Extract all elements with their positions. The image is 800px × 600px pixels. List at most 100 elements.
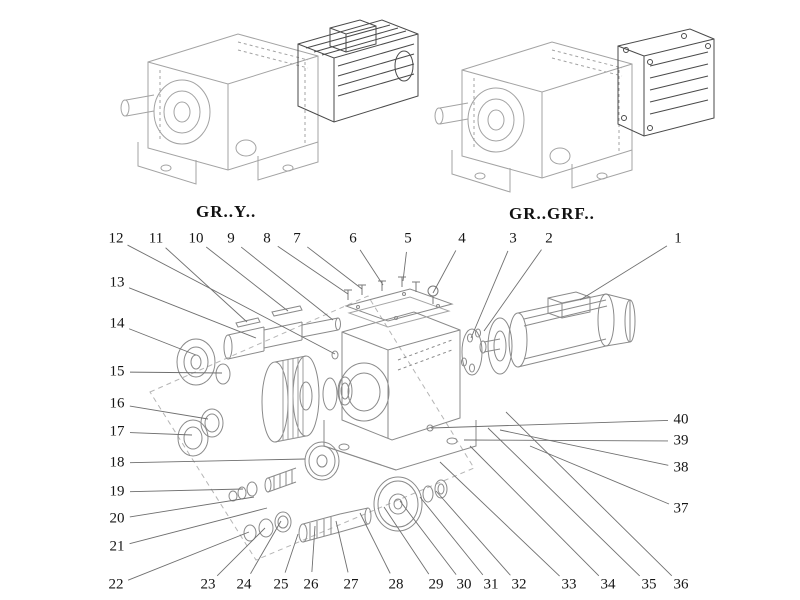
leader-line-29 — [383, 506, 430, 575]
callout-31: 31 — [483, 576, 499, 593]
leader-line-32 — [435, 490, 511, 576]
leader-line-16 — [129, 405, 209, 420]
callout-7: 7 — [293, 230, 301, 247]
callout-1: 1 — [674, 230, 682, 247]
leader-line-10 — [205, 246, 289, 312]
leader-line-6 — [359, 249, 384, 286]
callout-27: 27 — [343, 576, 359, 593]
callout-8: 8 — [263, 230, 271, 247]
assembled-view-gr-y — [120, 33, 319, 185]
seal-rings — [243, 511, 292, 542]
callout-13: 13 — [109, 274, 125, 291]
callout-35: 35 — [641, 576, 657, 593]
callout-38: 38 — [673, 459, 689, 476]
callout-16: 16 — [109, 395, 125, 412]
leader-line-13 — [128, 287, 257, 339]
leader-line-21 — [129, 507, 268, 545]
cover-bolts — [344, 276, 439, 304]
input-flange — [461, 328, 483, 376]
gear-spacer-and-bearing — [322, 376, 353, 411]
assembly-plane-dashes — [149, 295, 475, 561]
leader-line-23 — [216, 527, 266, 577]
callout-5: 5 — [404, 230, 412, 247]
leader-line-22 — [127, 531, 250, 581]
callout-40: 40 — [673, 411, 689, 428]
leader-line-19 — [129, 488, 244, 493]
shaft-keys — [235, 305, 303, 328]
callout-20: 20 — [109, 510, 125, 527]
callout-11: 11 — [148, 230, 164, 247]
leader-line-36 — [505, 411, 673, 577]
callout-36: 36 — [673, 576, 689, 593]
callout-21: 21 — [109, 538, 125, 555]
output-bearing — [176, 338, 231, 386]
assembled-flange-motor-gr-grf — [617, 28, 715, 137]
leader-lines-layer — [127, 244, 673, 581]
variant-label-gr-y: GR..Y.. — [196, 202, 257, 221]
shaft-washers — [228, 481, 258, 502]
callout-26: 26 — [303, 576, 319, 593]
second-gear-washers — [422, 479, 448, 503]
leader-line-17 — [129, 432, 193, 436]
output-shaft — [223, 317, 341, 360]
callout-28: 28 — [388, 576, 404, 593]
leader-line-30 — [399, 500, 457, 575]
leader-line-28 — [359, 512, 391, 574]
callout-19: 19 — [109, 483, 125, 500]
callout-30: 30 — [456, 576, 472, 593]
leader-line-9 — [240, 246, 334, 321]
leader-line-33 — [439, 461, 560, 577]
leader-line-38 — [499, 429, 669, 466]
callout-23: 23 — [200, 576, 216, 593]
callout-10: 10 — [188, 230, 204, 247]
callout-6: 6 — [349, 230, 357, 247]
leader-line-39 — [463, 439, 669, 442]
splined-input-shaft — [298, 507, 372, 543]
leader-line-40 — [430, 419, 669, 429]
leader-line-4 — [432, 250, 457, 294]
callout-39: 39 — [673, 432, 689, 449]
leader-line-37 — [529, 445, 670, 505]
leader-line-27 — [335, 520, 349, 573]
callout-32: 32 — [511, 576, 527, 593]
leader-line-12 — [127, 244, 336, 355]
gearbox-housing — [323, 311, 477, 471]
exploded-view — [149, 276, 636, 561]
callout-4: 4 — [458, 230, 466, 247]
leader-line-11 — [165, 247, 248, 323]
leader-line-3 — [470, 250, 509, 339]
callout-29: 29 — [428, 576, 444, 593]
callout-2: 2 — [545, 230, 553, 247]
leader-line-5 — [402, 251, 407, 282]
sleeve-and-bearing — [177, 408, 224, 457]
callout-18: 18 — [109, 454, 125, 471]
exploded-motor — [479, 291, 636, 375]
leader-line-2 — [483, 249, 542, 332]
leader-line-15 — [129, 371, 223, 374]
callout-12: 12 — [108, 230, 124, 247]
leader-line-14 — [128, 328, 197, 356]
callout-33: 33 — [561, 576, 577, 593]
leader-line-25 — [284, 533, 299, 573]
leader-line-24 — [250, 520, 282, 574]
callout-25: 25 — [273, 576, 289, 593]
callout-34: 34 — [600, 576, 616, 593]
callout-37: 37 — [673, 500, 689, 517]
leader-line-34 — [469, 445, 600, 577]
callout-17: 17 — [109, 423, 125, 440]
callout-24: 24 — [236, 576, 252, 593]
callout-9: 9 — [227, 230, 235, 247]
leader-line-26 — [311, 525, 316, 573]
top-cover-plate — [344, 288, 454, 328]
leader-line-7 — [307, 246, 363, 290]
callout-3: 3 — [509, 230, 517, 247]
large-gear — [261, 355, 320, 443]
variant-label-gr-grf: GR..GRF.. — [509, 204, 595, 223]
leader-line-1 — [579, 245, 668, 301]
callout-15: 15 — [109, 363, 125, 380]
intermediate-gear — [304, 441, 340, 481]
leader-line-35 — [487, 427, 641, 577]
leader-line-8 — [277, 245, 349, 295]
